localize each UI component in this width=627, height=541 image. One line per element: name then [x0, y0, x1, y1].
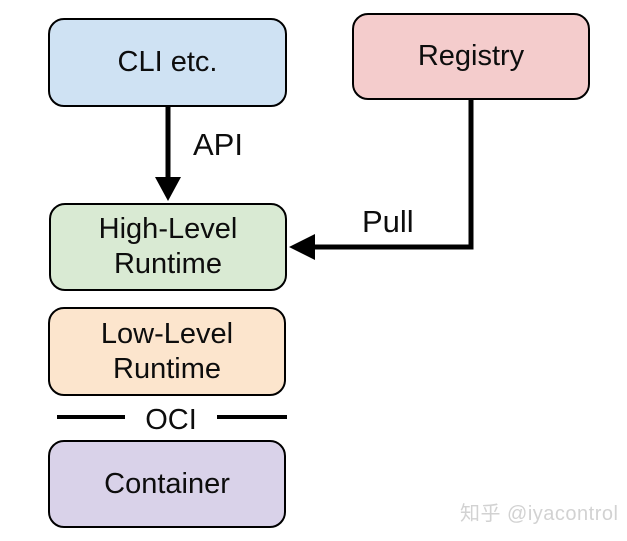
pull-edge-label: Pull: [362, 204, 414, 239]
node-cli-label: CLI etc.: [117, 46, 218, 79]
oci-divider-left-bar: [57, 415, 125, 419]
label-line-2: Runtime: [113, 248, 222, 280]
oci-divider-label: OCI: [145, 404, 197, 436]
watermark: 知乎 @iyacontrol: [460, 503, 619, 525]
label-line-1: High-Level: [98, 213, 238, 246]
api-arrow: [155, 106, 181, 201]
node-container-label: Container: [104, 467, 230, 500]
node-low-level-runtime: Low-Level Runtime: [48, 307, 286, 396]
node-high-level-runtime: High-Level Runtime: [49, 203, 287, 291]
node-cli: CLI etc.: [48, 18, 287, 107]
label-line-1: Low-Level: [100, 317, 234, 350]
node-container: Container: [48, 440, 286, 528]
node-registry: Registry: [352, 13, 590, 100]
label-line-2: Runtime: [113, 352, 221, 385]
api-arrowhead-icon: [155, 177, 181, 201]
oci-divider-right-bar: [217, 415, 287, 419]
pull-arrowhead-icon: [289, 234, 315, 260]
node-low-level-runtime-label: Low-Level Runtime: [101, 317, 233, 387]
node-registry-label: Registry: [417, 40, 525, 73]
api-edge-label: API: [193, 127, 243, 162]
node-high-level-runtime-label: High-Level Runtime: [99, 212, 238, 282]
